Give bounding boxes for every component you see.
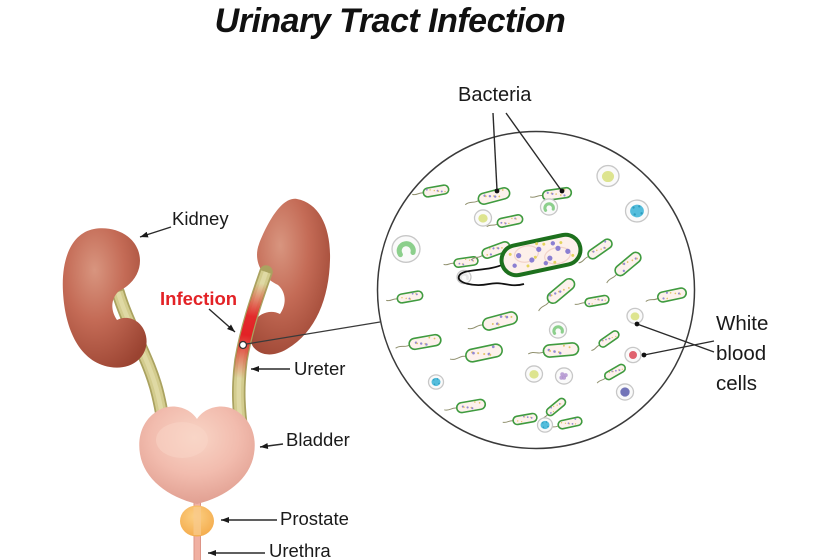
white-blood-cell-yellow	[596, 164, 620, 188]
wbc-pointer-2	[643, 340, 715, 356]
bacterium	[596, 363, 627, 384]
bacterium	[386, 290, 424, 304]
wbc-dot-2	[641, 352, 647, 358]
large-bacterium	[499, 232, 583, 278]
bacterium	[606, 251, 642, 284]
bacteria-label: Bacteria	[458, 84, 532, 106]
bacterium	[527, 342, 580, 358]
right-kidney	[249, 198, 331, 355]
bacteria-dot-1	[494, 188, 500, 194]
ureter-label: Ureter	[294, 358, 346, 379]
bacterium	[645, 287, 687, 303]
pointer-dots	[494, 188, 647, 358]
white-blood-cell-blue	[536, 417, 554, 433]
bacterium	[464, 186, 511, 206]
urinary-tract-illustration	[62, 198, 331, 560]
white-blood-cell-indigo	[615, 383, 635, 401]
bacterium	[574, 294, 610, 308]
prostate-label: Prostate	[280, 508, 349, 529]
kidney-label: Kidney	[172, 208, 229, 229]
wbc-pointer-1	[636, 323, 715, 353]
bacteria-pointer-1	[492, 112, 498, 191]
bladder-shape	[139, 406, 255, 504]
white-blood-cell-yellow	[524, 365, 544, 383]
bacterium	[444, 398, 487, 414]
white-blood-cell-yellow	[473, 209, 493, 227]
page-title: Urinary Tract Infection	[214, 2, 566, 40]
bacterium	[538, 277, 576, 312]
magnifier-circle	[376, 130, 696, 450]
bacterium	[502, 412, 538, 426]
white-blood-cell-yellow	[626, 307, 644, 325]
bacterium	[395, 333, 442, 351]
white-blood-cells-label: White blood cells	[716, 312, 769, 395]
right-ureter	[232, 265, 273, 441]
white-blood-cell-purple	[554, 367, 574, 385]
annotation-lines	[139, 112, 715, 556]
urethra-label: Urethra	[269, 540, 331, 560]
white-blood-cell-crescent	[539, 198, 559, 216]
infection-label: Infection	[160, 288, 238, 309]
bacterium	[449, 343, 503, 363]
bladder-arrow	[259, 442, 284, 449]
ureter-sample-marker	[238, 340, 248, 350]
bacterium	[578, 238, 613, 264]
flagellum-squiggle	[457, 263, 525, 287]
white-blood-cell-crescent	[391, 235, 421, 263]
left-kidney	[62, 228, 147, 368]
bacterium	[470, 241, 511, 261]
bacteria-dot-2	[559, 188, 565, 194]
bacterium	[591, 330, 620, 351]
prostate-shape	[180, 505, 214, 537]
magnifier-connector-line	[246, 321, 381, 345]
white-blood-cell-red	[624, 346, 642, 364]
white-blood-cell-blue	[427, 374, 445, 390]
infection-arrow	[208, 308, 236, 333]
infection-highlight	[233, 270, 272, 435]
white-blood-cell-blue	[624, 199, 650, 223]
white-blood-cell-crescent	[548, 321, 568, 339]
kidney-arrow	[139, 226, 172, 238]
bladder-label: Bladder	[286, 429, 350, 450]
bacteria-pointer-2	[505, 112, 562, 191]
wbc-dot-1	[634, 321, 640, 327]
bacterium	[467, 311, 519, 331]
bacterium	[486, 214, 524, 228]
bacterium	[412, 184, 450, 198]
